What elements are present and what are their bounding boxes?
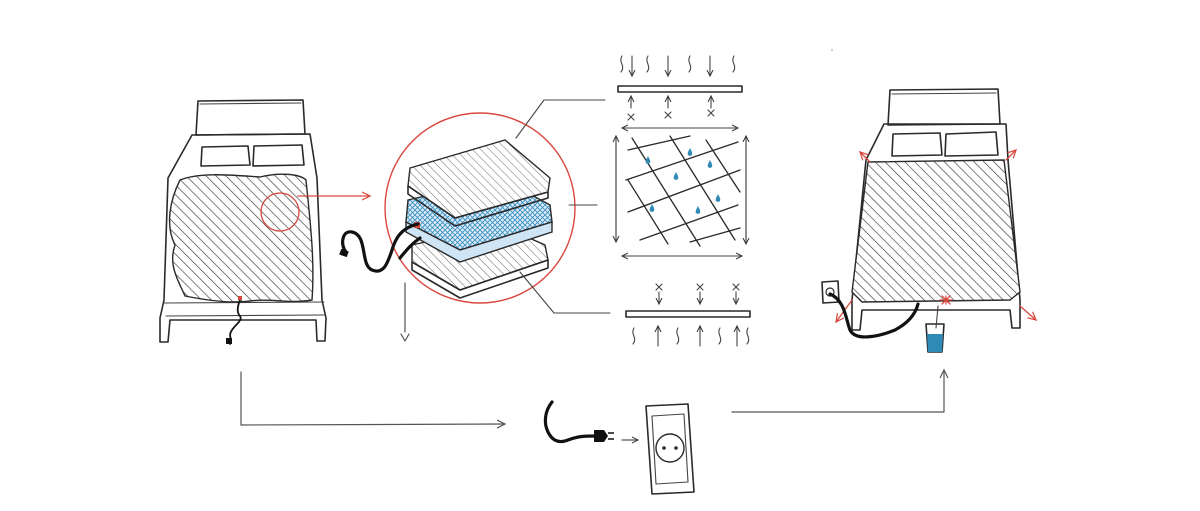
flow-arrow-to-bed bbox=[731, 370, 944, 413]
bed-dehumidifier-icon bbox=[821, 88, 1036, 353]
top-layer-detail bbox=[617, 55, 743, 121]
flow-arrow-to-plug bbox=[240, 371, 505, 425]
leader-bottom bbox=[519, 271, 611, 314]
magnifier-circle-icon bbox=[260, 192, 300, 232]
layered-pad-icon bbox=[384, 112, 576, 304]
magnifier-frame bbox=[384, 112, 576, 304]
bed-with-blanket-icon bbox=[159, 99, 327, 345]
down-arrow-head bbox=[400, 333, 410, 342]
stray-dot bbox=[831, 49, 833, 51]
bottom-layer-detail bbox=[625, 283, 751, 347]
power-plug-icon bbox=[543, 400, 614, 444]
moisture-grid-icon bbox=[616, 128, 746, 256]
power-cord bbox=[339, 222, 422, 273]
wall-socket-icon bbox=[645, 403, 695, 495]
leader-top bbox=[515, 99, 606, 139]
water-glass-icon bbox=[925, 305, 945, 353]
